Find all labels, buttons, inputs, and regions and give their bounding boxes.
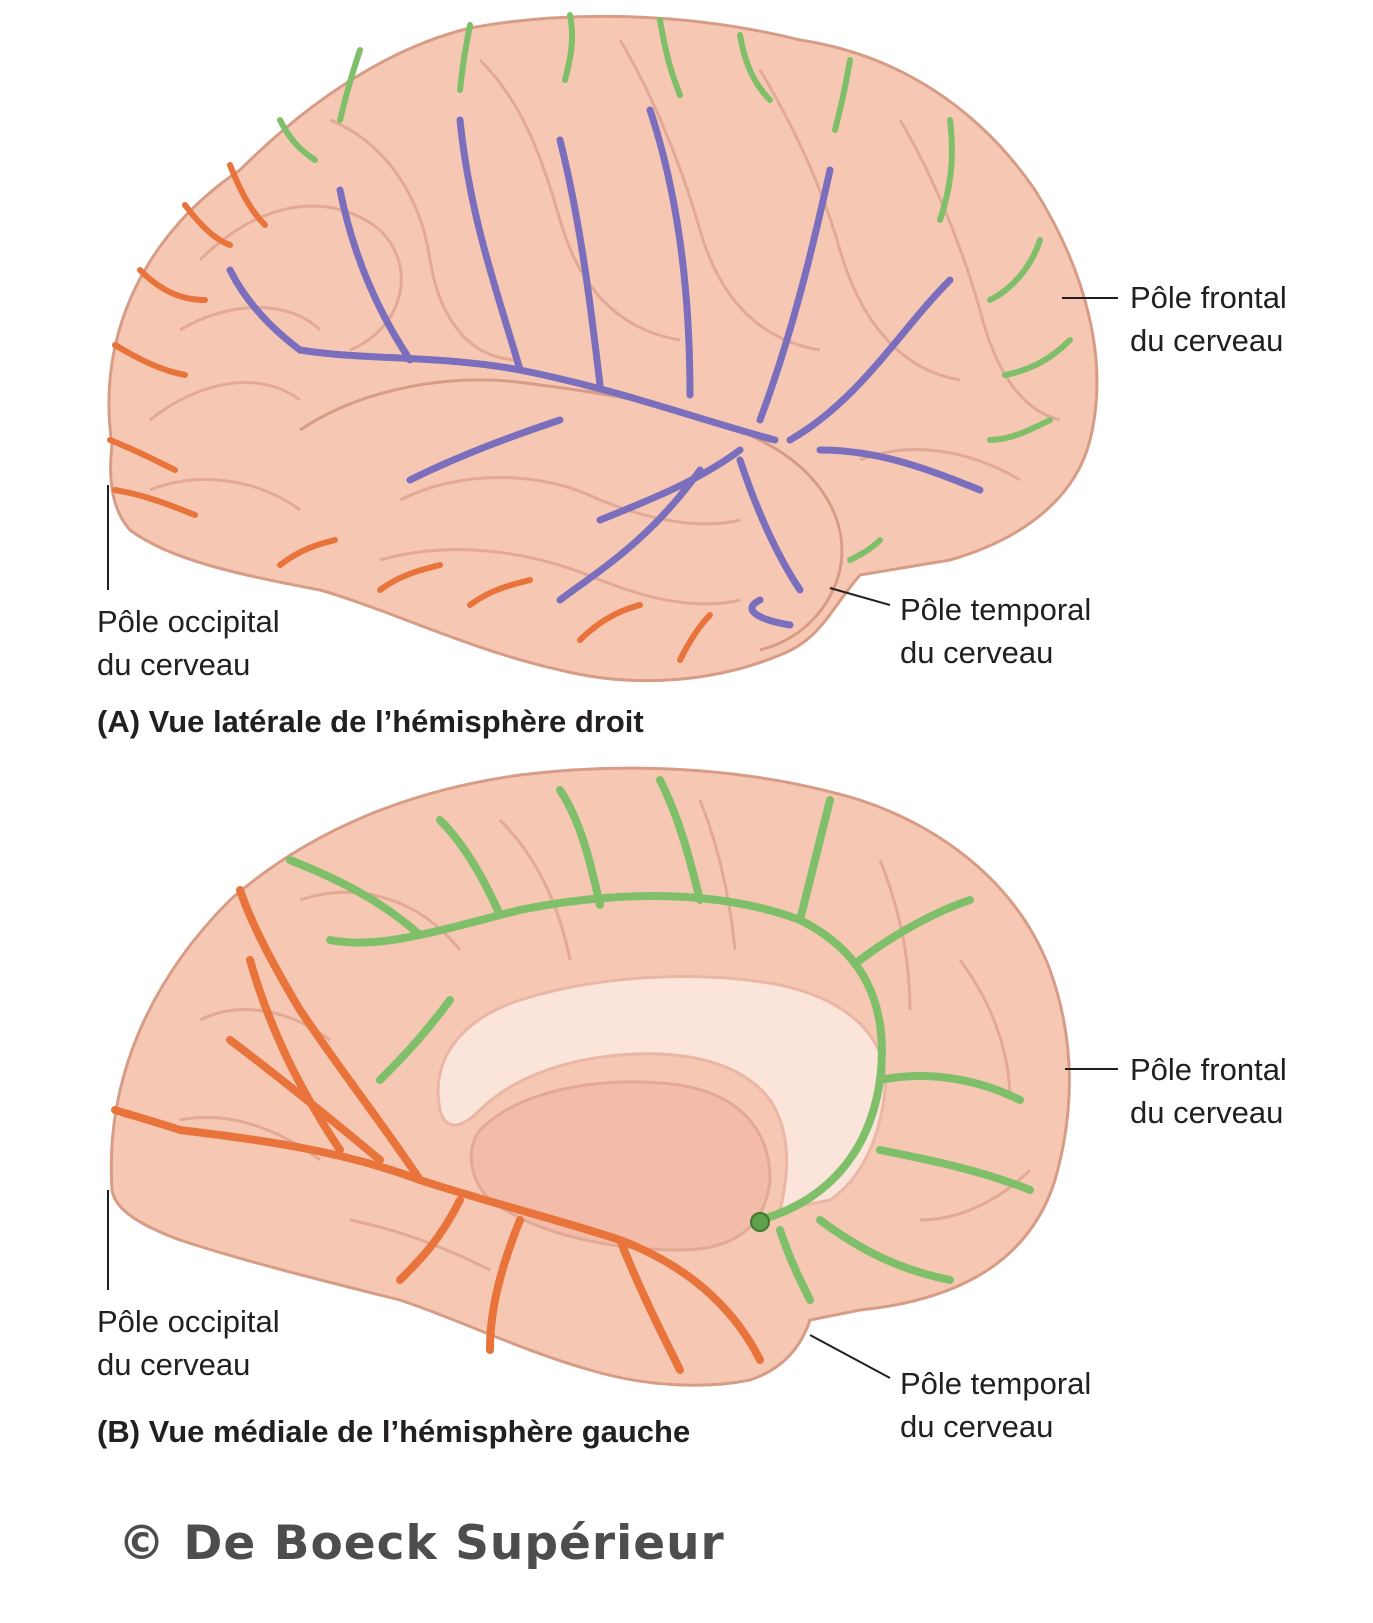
frontal-pole-line-2: du cerveau (1130, 323, 1284, 358)
occipital-pole-line-2: du cerveau (97, 647, 251, 682)
frontal-pole-label-a: Pôle frontal du cerveau (1130, 276, 1287, 362)
occipital-pole-line-1: Pôle occipital (97, 604, 280, 639)
caption-a: (A) Vue latérale de l’hémisphère droit (97, 704, 644, 740)
lateral-middle-cerebral-artery (226, 106, 984, 629)
frontal-pole-label-b: Pôle frontal du cerveau (1130, 1048, 1287, 1134)
medial-posterior-cerebral-artery (111, 886, 764, 1374)
temporal-pole-label-b: Pôle temporal du cerveau (900, 1362, 1091, 1448)
medial-anterior-artery-origin (750, 1212, 770, 1232)
temporal-pole-line-1: Pôle temporal (900, 1366, 1092, 1401)
lateral-view-illustration (107, 12, 1099, 683)
temporal-pole-line-2: du cerveau (900, 635, 1054, 670)
lateral-anterior-cerebral-artery (277, 12, 1073, 563)
lateral-posterior-cerebral-artery (107, 162, 713, 663)
occipital-pole-label-a: Pôle occipital du cerveau (97, 600, 280, 686)
temporal-pole-line-1: Pôle temporal (900, 592, 1092, 627)
medial-corpus-callosum (436, 975, 887, 1212)
leader-temporal-a (829, 587, 891, 606)
copyright-notice: © De Boeck Supérieur (118, 1516, 725, 1571)
medial-anterior-cerebral-artery (286, 776, 1034, 1304)
temporal-pole-line-2: du cerveau (900, 1409, 1054, 1444)
caption-a-text: Vue latérale de l’hémisphère droit (148, 704, 644, 739)
frontal-pole-line-1: Pôle frontal (1130, 280, 1287, 315)
frontal-pole-line-1: Pôle frontal (1130, 1052, 1287, 1087)
caption-b-text: Vue médiale de l’hémisphère gauche (148, 1414, 691, 1449)
medial-view-illustration (109, 766, 1071, 1387)
occipital-pole-line-1: Pôle occipital (97, 1304, 280, 1339)
caption-b: (B) Vue médiale de l’hémisphère gauche (97, 1414, 690, 1450)
occipital-pole-line-2: du cerveau (97, 1347, 251, 1382)
frontal-pole-line-2: du cerveau (1130, 1095, 1284, 1130)
caption-b-letter: (B) (97, 1414, 141, 1449)
leader-temporal-b (809, 1334, 891, 1379)
occipital-pole-label-b: Pôle occipital du cerveau (97, 1300, 280, 1386)
temporal-pole-label-a: Pôle temporal du cerveau (900, 588, 1091, 674)
caption-a-letter: (A) (97, 704, 141, 739)
lateral-brain-silhouette (107, 14, 1099, 683)
leader-lines (107, 297, 1118, 1379)
